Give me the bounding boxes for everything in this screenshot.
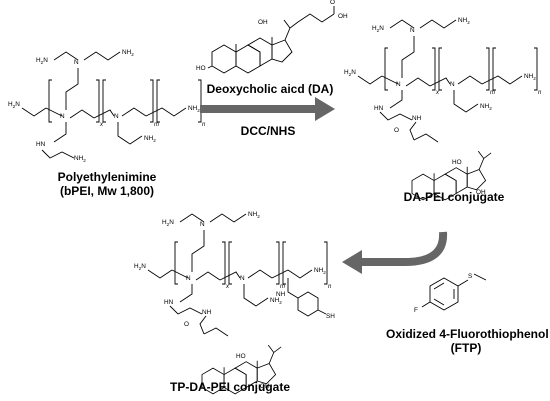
svg-text:HN: HN bbox=[164, 299, 174, 306]
ftp-abbrev: (FTP) bbox=[450, 341, 482, 355]
polyethylenimine-label: Polyethylenimine (bPEI, Mw 1,800) bbox=[42, 170, 172, 198]
svg-text:HN: HN bbox=[374, 105, 384, 112]
svg-text:HO: HO bbox=[452, 159, 462, 166]
reaction-arrow-right bbox=[200, 97, 335, 121]
tp-da-pei-structure: HN NH O HO OH NH SH bbox=[133, 210, 335, 395]
ftp-label: Oxidized 4-Fluorothiophenol (FTP) bbox=[386, 327, 549, 355]
ftp-name: Oxidized 4-Fluorothiophenol bbox=[386, 327, 549, 341]
svg-text:NH: NH bbox=[276, 291, 286, 298]
svg-text:OH: OH bbox=[260, 383, 270, 390]
svg-text:F: F bbox=[414, 307, 418, 314]
tp-da-pei-label: TP-DA-PEI conjugate bbox=[169, 380, 290, 394]
reagents-label: DCC/NHS bbox=[240, 124, 296, 138]
svg-text:SH: SH bbox=[326, 313, 335, 320]
svg-text:NH: NH bbox=[202, 309, 212, 316]
svg-text:NH: NH bbox=[412, 115, 422, 122]
da-pei-structure: HN NH O HO OH bbox=[343, 16, 543, 201]
polyethylenimine-detail: (bPEI, Mw 1,800) bbox=[59, 184, 155, 198]
svg-text:O: O bbox=[394, 127, 399, 134]
bpei-structure: HN NH2 bbox=[7, 48, 207, 163]
svg-text:HO: HO bbox=[236, 353, 246, 360]
svg-text:HO: HO bbox=[196, 65, 206, 72]
deoxycholic-acid-structure: HO OH O OH bbox=[196, 0, 348, 74]
deoxycholic-acid-label: Deoxycholic aicd (DA) bbox=[206, 82, 334, 96]
svg-text:O: O bbox=[184, 321, 189, 328]
da-pei-label: DA-PEI conjugate bbox=[403, 190, 505, 204]
svg-text:S: S bbox=[468, 273, 472, 280]
svg-text:OH: OH bbox=[338, 13, 348, 20]
svg-text:O: O bbox=[330, 0, 335, 6]
ftp-structure: F S bbox=[414, 273, 487, 314]
svg-text:HN: HN bbox=[36, 141, 46, 148]
reaction-arrow-curved bbox=[342, 231, 448, 274]
svg-text:OH: OH bbox=[476, 189, 486, 196]
svg-text:OH: OH bbox=[258, 19, 268, 26]
svg-text:NH2: NH2 bbox=[74, 155, 86, 163]
polyethylenimine-name: Polyethylenimine bbox=[57, 170, 157, 184]
